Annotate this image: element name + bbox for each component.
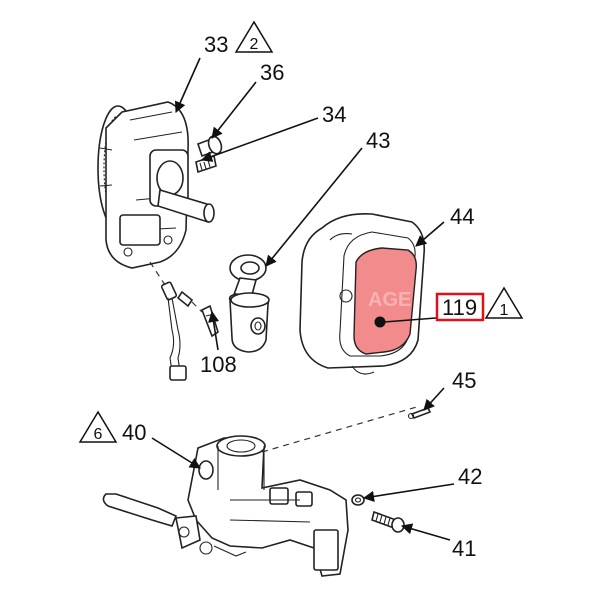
leader-lines	[151, 57, 455, 541]
label-44: 44	[450, 204, 474, 229]
svg-text:6: 6	[94, 426, 103, 443]
part-40-pump-base[interactable]	[102, 435, 349, 577]
watermark: AGE	[368, 289, 411, 311]
label-43: 43	[366, 128, 390, 153]
label-36: 36	[260, 60, 284, 85]
svg-text:1: 1	[500, 302, 509, 319]
assembly-axis-line	[261, 405, 421, 453]
part-42-washer[interactable]	[351, 494, 365, 506]
part-119-label-plate[interactable]: AGE	[353, 247, 418, 355]
warning-triangle-6: 6	[78, 410, 118, 443]
part-41-bolt[interactable]	[371, 510, 405, 533]
highlight-area	[353, 247, 418, 355]
leader-dot-119	[374, 316, 386, 328]
warning-triangle-1: 1	[484, 286, 524, 319]
wire-harness	[149, 261, 203, 381]
label-41: 41	[452, 536, 476, 561]
svg-text:2: 2	[250, 36, 259, 53]
part-45-screw[interactable]	[407, 406, 432, 420]
label-45: 45	[452, 368, 476, 393]
label-34: 34	[322, 102, 346, 127]
label-119: 119	[442, 295, 477, 320]
highlight-box-119[interactable]	[435, 292, 485, 322]
part-43-connecting-rod[interactable]	[228, 254, 270, 353]
part-33-motor-housing[interactable]	[97, 101, 215, 269]
label-33: 33	[204, 32, 228, 57]
warning-triangle-2: 2	[234, 20, 274, 53]
label-108: 108	[200, 352, 237, 377]
label-42: 42	[458, 464, 482, 489]
label-40: 40	[122, 420, 146, 445]
